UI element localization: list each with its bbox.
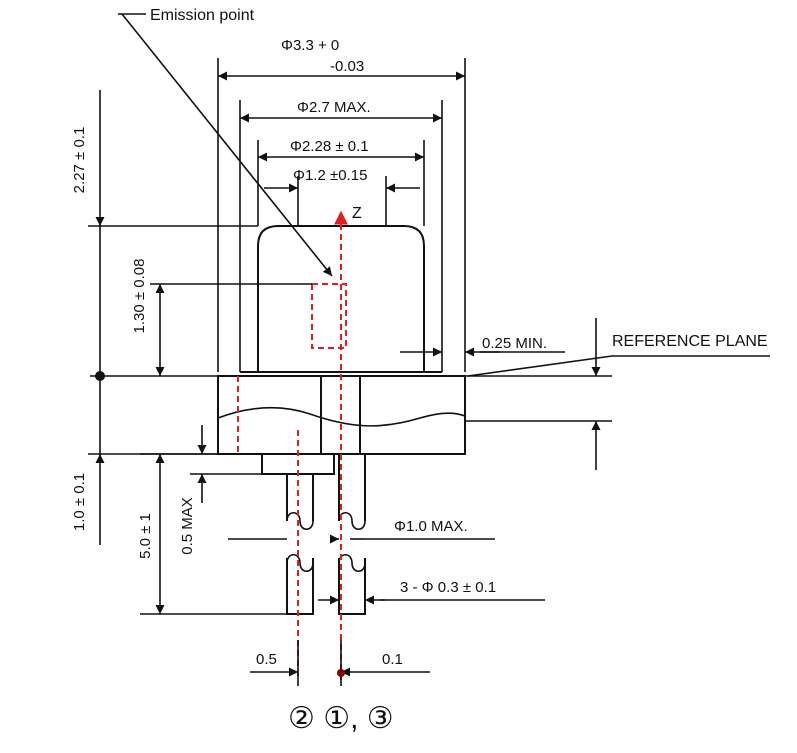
- window-diameter-label: Φ1.2 ±0.15: [293, 167, 367, 184]
- stub-max-label: 0.5 MAX: [179, 497, 196, 555]
- z-axis-label: Z: [352, 205, 362, 222]
- flange-min-label: 0.25 MIN.: [482, 335, 547, 352]
- emission-region: [311, 283, 347, 349]
- offset-right-label: 0.1: [382, 651, 403, 668]
- cap-height-label: 2.27 ± 0.1: [71, 127, 88, 194]
- dimension-lines: [88, 13, 770, 686]
- outer-diameter-label: Φ3.3 + 0: [281, 37, 339, 54]
- outer-diameter-tolerance: -0.03: [330, 58, 364, 75]
- lead-length-label: 5.0 ± 1: [137, 513, 154, 559]
- cap-max-diameter-label: Φ2.7 MAX.: [297, 99, 371, 116]
- origin-point: [337, 669, 345, 677]
- centerlines: [237, 210, 348, 680]
- pin-numbers-label: ② ①, ③: [288, 702, 394, 735]
- base-height-label: 1.0 ± 0.1: [71, 473, 88, 531]
- datum-point: [95, 371, 105, 381]
- offset-left-label: 0.5: [256, 651, 277, 668]
- emission-height-label: 1.30 ± 0.08: [131, 259, 148, 334]
- lead-diameter-label: 3 - Φ 0.3 ± 0.1: [400, 579, 496, 596]
- lead-bundle-label: Φ1.0 MAX.: [394, 518, 468, 535]
- reference-plane-label: REFERENCE PLANE: [612, 333, 768, 350]
- leads: [286, 454, 366, 615]
- emission-point-label: Emission point: [150, 7, 255, 24]
- cap-diameter-label: Φ2.28 ± 0.1: [290, 138, 369, 155]
